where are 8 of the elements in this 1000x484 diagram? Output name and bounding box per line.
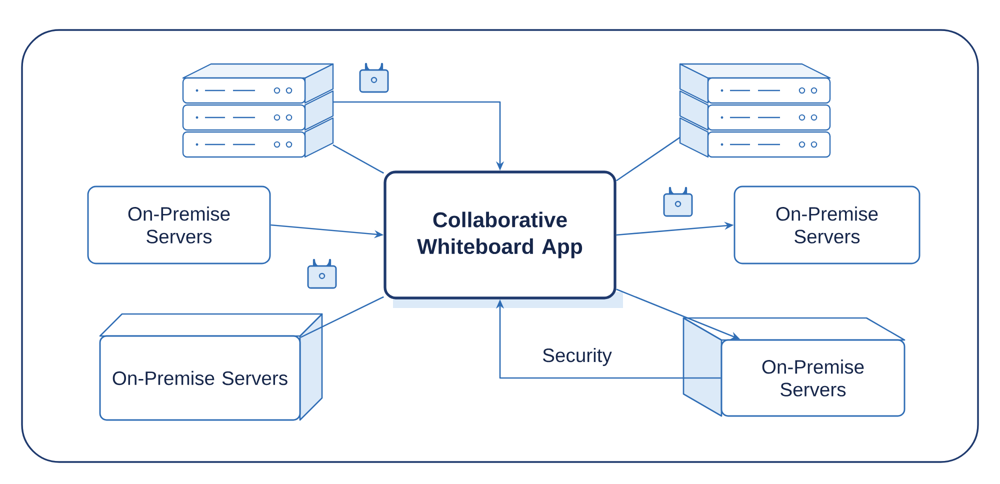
server-box: On-Premise Servers bbox=[87, 186, 271, 264]
app-box: Collaborative Whiteboard App bbox=[384, 170, 623, 308]
server-drawing bbox=[182, 63, 334, 158]
edge-label: Security bbox=[542, 348, 612, 366]
server-drawing bbox=[679, 63, 831, 158]
server-box: On-Premise Servers bbox=[99, 313, 323, 421]
server-box: On-Premise Servers bbox=[682, 317, 906, 417]
server-box: On-Premise Servers bbox=[734, 186, 920, 264]
